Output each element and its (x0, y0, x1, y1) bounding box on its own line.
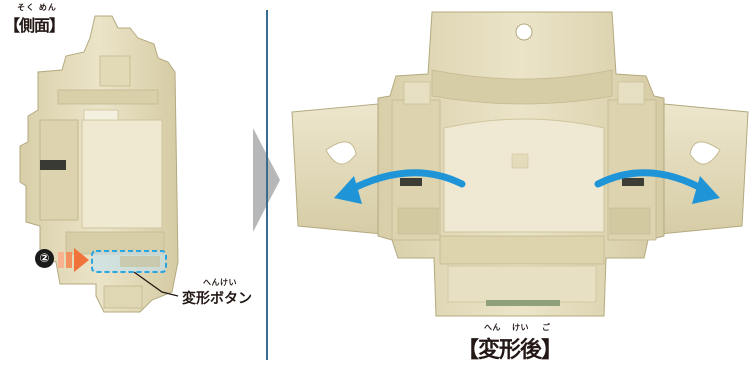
right-swing-arrowhead-icon (692, 176, 720, 204)
transform-button (120, 256, 160, 267)
transform-button-label: 変形ボタン (182, 291, 252, 307)
after-ruby-part: へん (484, 323, 501, 332)
side-view-toy (19, 15, 179, 313)
right-wing (659, 103, 749, 235)
section-divider (266, 10, 268, 360)
left-wing (291, 103, 383, 235)
after-view-title: 【変形後】 (457, 338, 563, 363)
transformed-toy (291, 11, 749, 317)
step-number-badge: ② (35, 249, 54, 268)
after-ruby-part: けい (512, 323, 529, 332)
left-swing-arrowhead-icon (334, 176, 362, 204)
press-arrow-icon (58, 248, 89, 272)
callout-leader-line (133, 271, 179, 297)
after-ruby-part: ご (542, 323, 551, 332)
side-view-ruby: そく めん (17, 3, 57, 12)
side-view-title: 【側面】 (4, 16, 65, 35)
left-swing-arrow (342, 169, 466, 196)
right-swing-arrow (594, 169, 712, 196)
transform-button-ruby: へんけい (203, 278, 237, 287)
